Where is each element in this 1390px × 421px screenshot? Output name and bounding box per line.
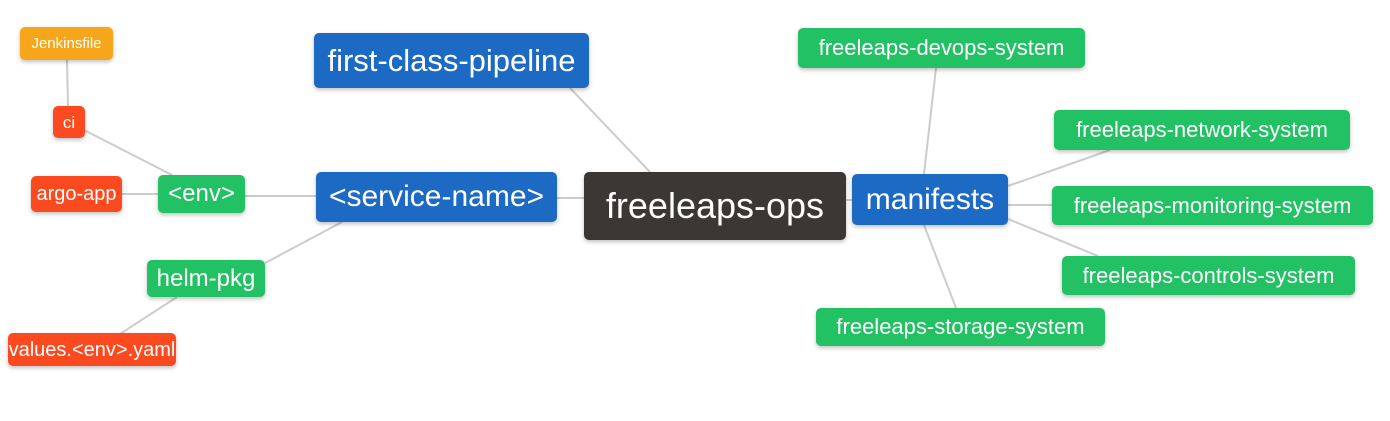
node-label: <env> xyxy=(168,180,235,207)
node-freeleaps-controls-system[interactable]: freeleaps-controls-system xyxy=(1062,256,1355,295)
node-label: <service-name> xyxy=(328,180,545,213)
edge-manifests-freeleaps-storage-system xyxy=(923,224,957,309)
node-label: values.<env>.yaml xyxy=(8,338,176,361)
node-jenkinsfile[interactable]: Jenkinsfile xyxy=(20,27,113,60)
node-label: freeleaps-monitoring-system xyxy=(1073,192,1352,218)
node-label: helm-pkg xyxy=(156,264,256,292)
node-label: ci xyxy=(62,112,76,132)
node-freeleaps-monitoring-system[interactable]: freeleaps-monitoring-system xyxy=(1052,186,1373,225)
edge-ci-env xyxy=(83,129,173,176)
edge-jenkinsfile-ci xyxy=(66,59,69,107)
node-label: Jenkinsfile xyxy=(31,35,102,52)
node-service-name[interactable]: <service-name> xyxy=(316,172,557,222)
edge-helm-pkg-values-env-yaml xyxy=(119,296,178,335)
edge-first-class-pipeline-freeleaps-ops xyxy=(569,87,651,173)
node-label: freeleaps-storage-system xyxy=(836,314,1085,339)
node-first-class-pipeline[interactable]: first-class-pipeline xyxy=(314,33,589,88)
node-label: first-class-pipeline xyxy=(327,43,576,78)
edge-manifests-freeleaps-controls-system xyxy=(1007,218,1099,257)
node-manifests[interactable]: manifests xyxy=(852,174,1008,225)
node-freeleaps-storage-system[interactable]: freeleaps-storage-system xyxy=(816,308,1105,346)
node-label: freeleaps-network-system xyxy=(1076,117,1328,142)
node-label: freeleaps-controls-system xyxy=(1082,262,1335,288)
edge-service-name-helm-pkg xyxy=(264,221,343,264)
node-helm-pkg[interactable]: helm-pkg xyxy=(147,260,265,297)
node-ci[interactable]: ci xyxy=(53,106,85,138)
node-env[interactable]: <env> xyxy=(158,175,245,213)
node-label: freeleaps-ops xyxy=(605,185,825,226)
node-freeleaps-network-system[interactable]: freeleaps-network-system xyxy=(1054,110,1350,150)
node-label: manifests xyxy=(865,182,995,216)
node-label: freeleaps-devops-system xyxy=(818,35,1065,60)
edge-freeleaps-devops-system-manifests xyxy=(923,67,937,175)
node-values-env-yaml[interactable]: values.<env>.yaml xyxy=(8,333,176,366)
edge-manifests-freeleaps-network-system xyxy=(1007,149,1111,187)
node-freeleaps-ops[interactable]: freeleaps-ops xyxy=(584,172,846,240)
node-argo-app[interactable]: argo-app xyxy=(31,176,122,212)
node-label: argo-app xyxy=(36,183,117,205)
node-freeleaps-devops-system[interactable]: freeleaps-devops-system xyxy=(798,28,1085,68)
